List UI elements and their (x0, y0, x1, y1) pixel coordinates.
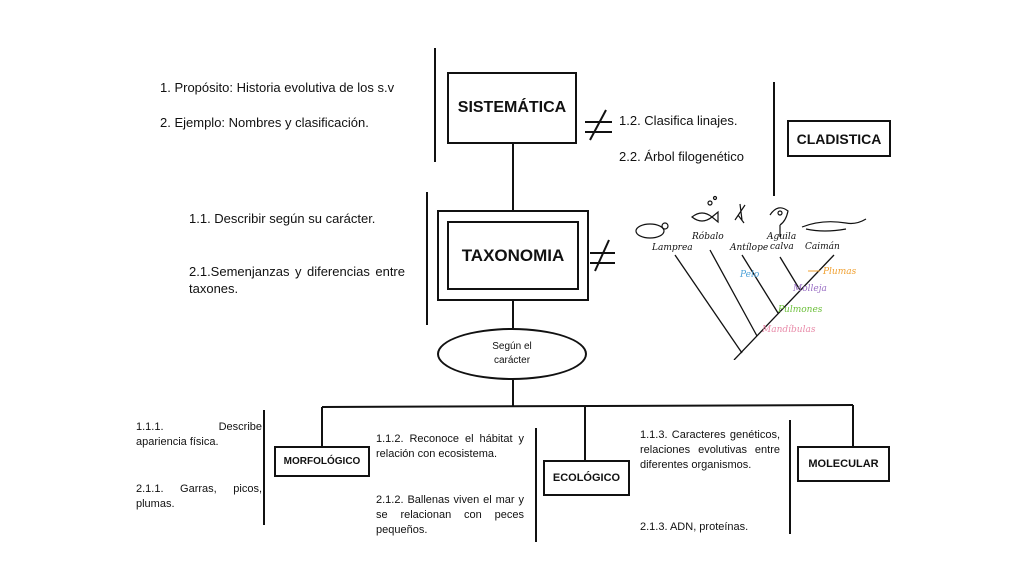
cladistica-title: CLADISTICA (796, 130, 882, 147)
antelope-icon (734, 203, 746, 224)
taxon-label: Lamprea (651, 243, 693, 253)
molecular-item-2: 2.1.3. ADN, proteínas. (640, 521, 749, 533)
trait-label: Pelo (739, 270, 760, 280)
trait-label: Mandíbulas (761, 324, 816, 335)
trait-label: Plumas (822, 267, 857, 277)
molecular-title: MOLECULAR (808, 458, 879, 470)
taxonomia-item-2: 2.1.Semenjanzas y diferencias entre taxo… (189, 264, 405, 296)
cladistica-box: CLADISTICA (787, 120, 891, 157)
cladistica-item-1: 1.2. Clasifica linajes. (619, 113, 738, 128)
eagle-icon (769, 207, 789, 237)
taxon-label: Róbalo (691, 231, 724, 242)
lamprey-icon (635, 223, 665, 239)
ecologico-box: ECOLÓGICO (543, 460, 630, 496)
sistematica-item-1: 1. Propósito: Historia evolutiva de los … (160, 80, 395, 95)
criterion-oval: Según el carácter (437, 328, 587, 380)
oval-text: Según el carácter (492, 341, 532, 366)
sistematica-box: SISTEMÁTICA (447, 72, 577, 144)
caiman-icon (801, 218, 867, 232)
taxon-label: Antílope (729, 242, 768, 253)
morfologico-item-1: 1.1.1. Describe apariencia física. (136, 421, 262, 448)
trait-label: Pulmones (777, 305, 823, 315)
taxon-label-part: calva (770, 242, 794, 252)
ecologico-title: ECOLÓGICO (552, 472, 621, 484)
ecologico-item-2: 2.1.2. Ballenas viven el mar y se relaci… (376, 494, 524, 536)
sistematica-item-2: 2. Ejemplo: Nombres y clasificación. (160, 115, 369, 130)
molecular-item-1: 1.1.3. Caracteres genéticos, relaciones … (640, 429, 780, 471)
taxonomia-inner-box: TAXONOMIA (447, 221, 579, 290)
morfologico-item-2: 2.1.1. Garras, picos, plumas. (136, 483, 262, 510)
cladistica-item-2: 2.2. Árbol filogenético (619, 149, 745, 164)
tree-trunk (733, 254, 835, 360)
ecologico-item-1: 1.1.2. Reconoce el hábitat y relación co… (376, 433, 524, 460)
morfologico-title: MORFOLÓGICO (283, 456, 361, 467)
trait-label: Molleja (792, 284, 827, 294)
taxonomia-title: TAXONOMIA (461, 245, 565, 265)
sistematica-title: SISTEMÁTICA (457, 99, 567, 116)
taxonomia-box: TAXONOMIA (437, 210, 589, 301)
taxonomia-item-1: 1.1. Describir según su carácter. (189, 211, 376, 226)
taxon-label: Caimán (805, 241, 840, 252)
morfologico-box: MORFOLÓGICO (274, 446, 370, 477)
fish-icon (691, 210, 719, 224)
molecular-box: MOLECULAR (797, 446, 890, 482)
taxon-label-part: Aguila (766, 232, 796, 242)
